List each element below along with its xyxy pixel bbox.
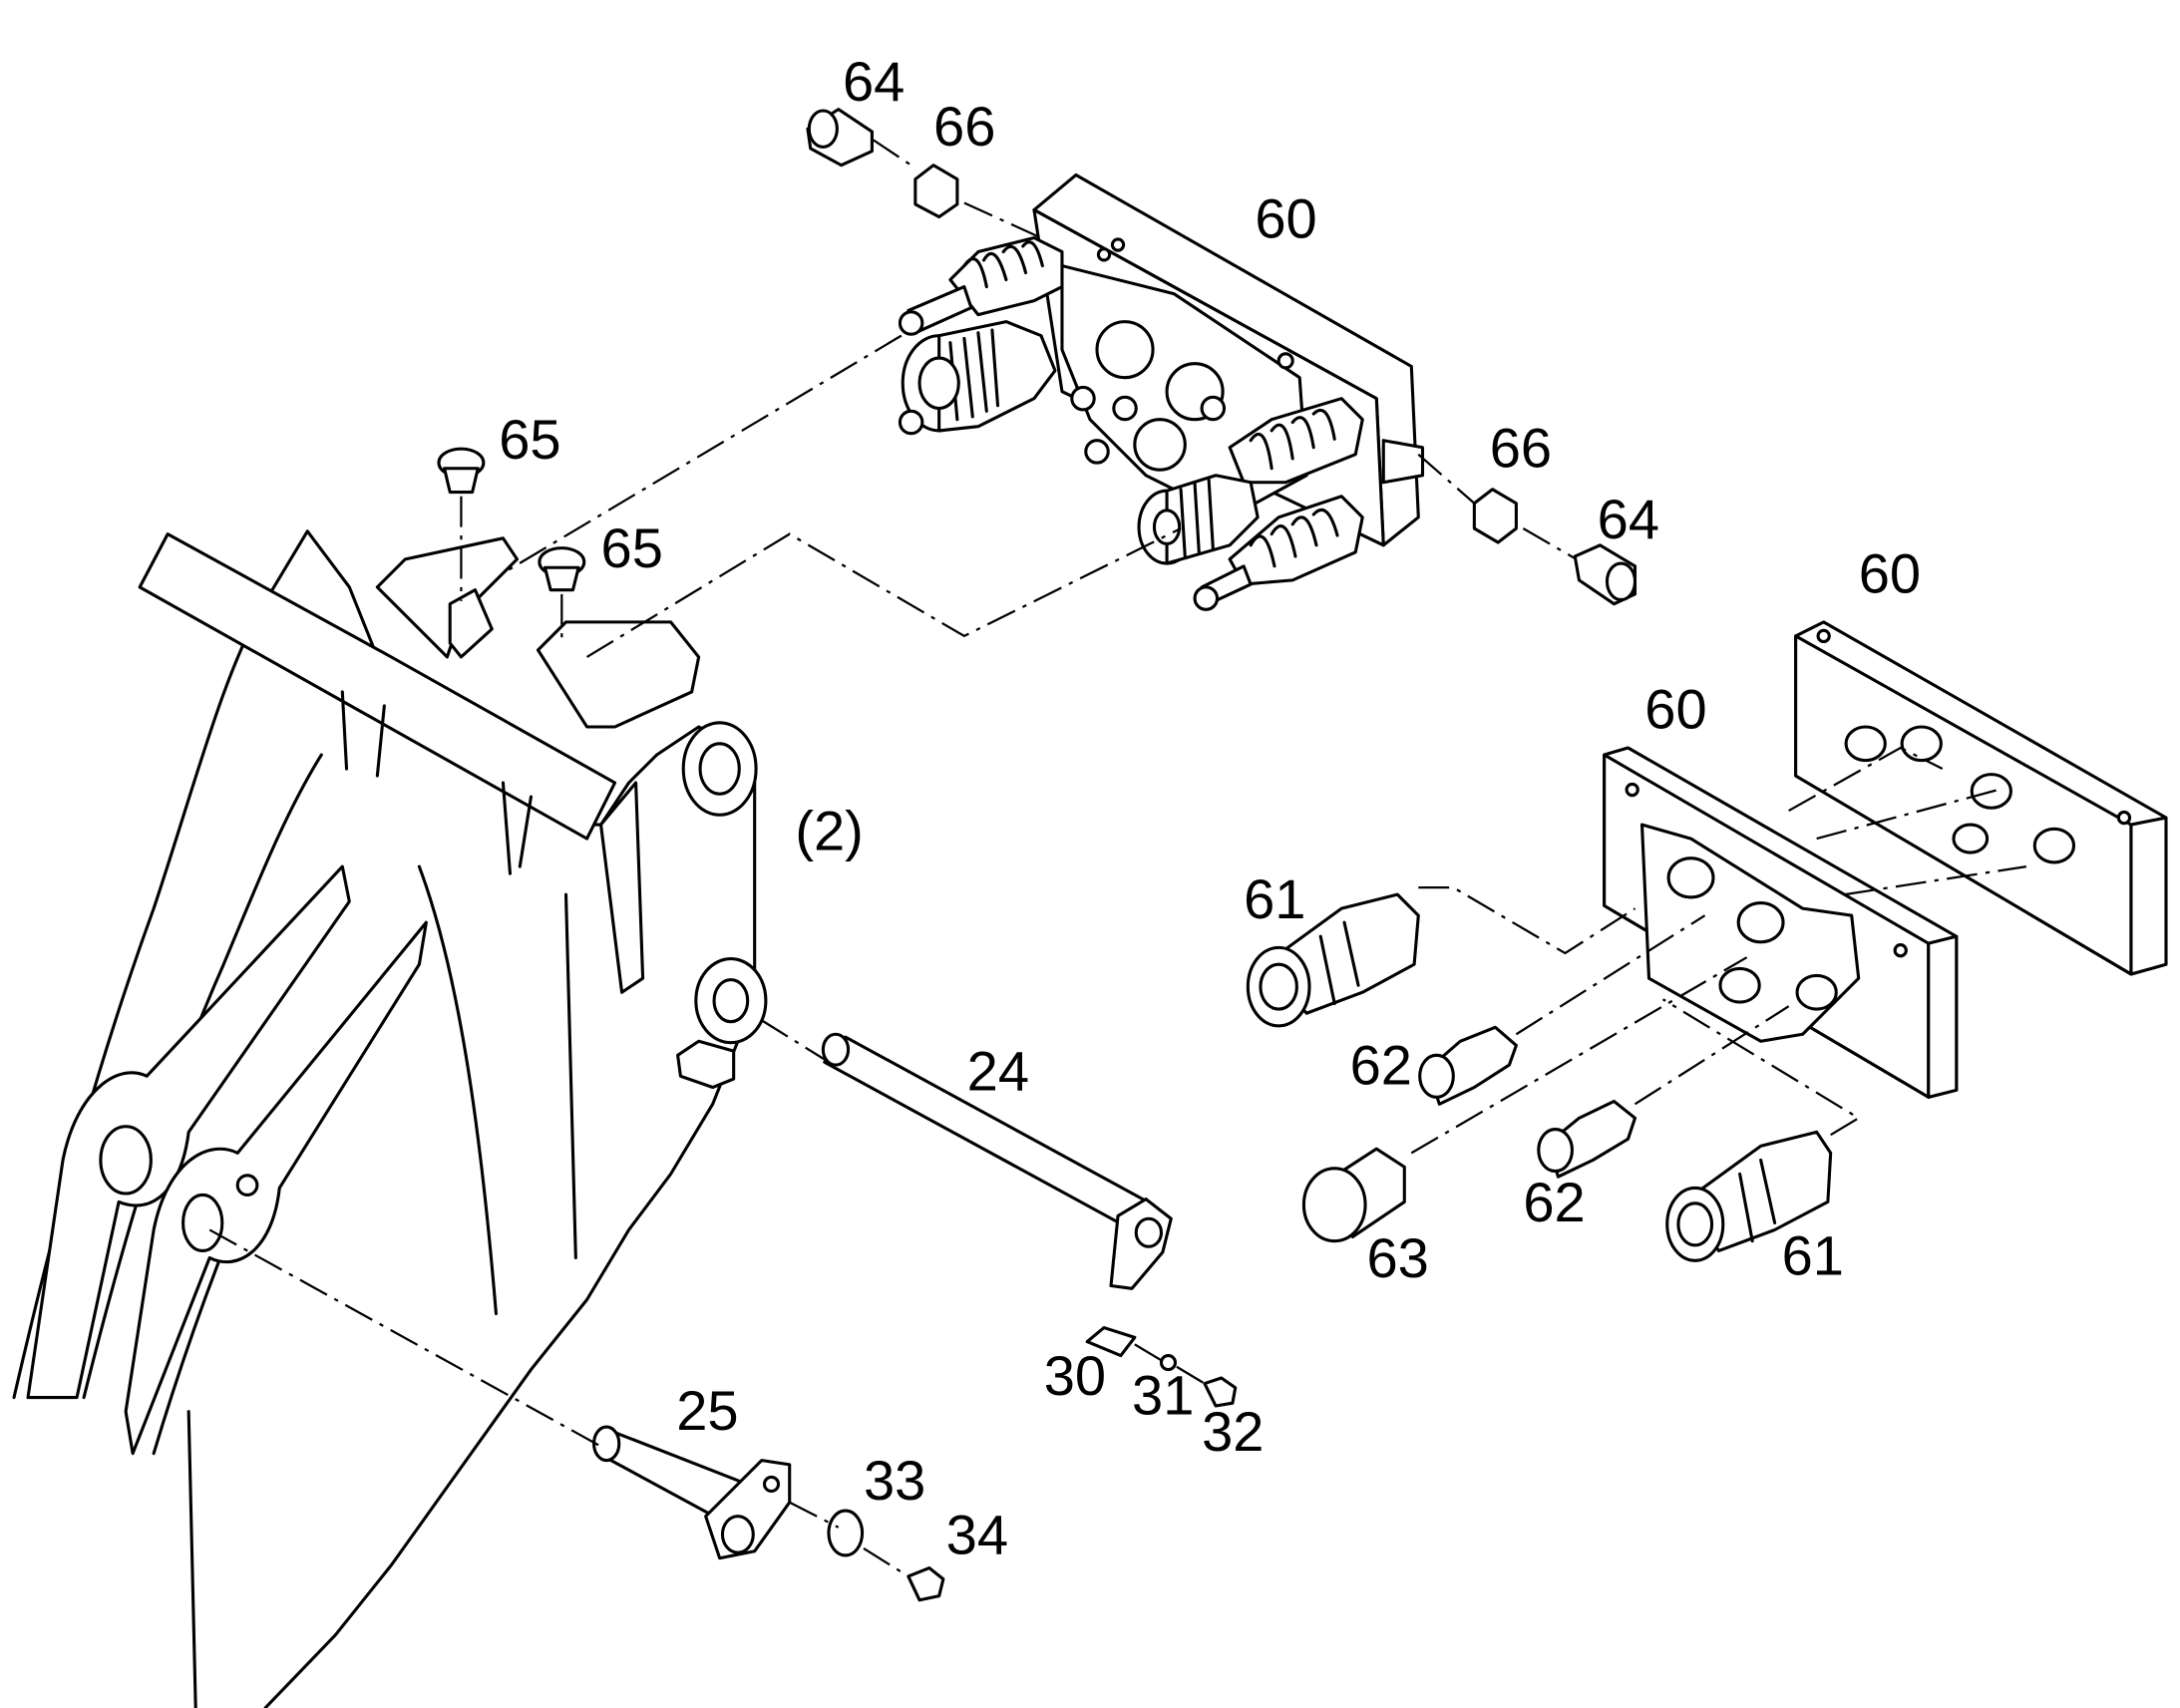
boom-arm (12, 529, 768, 1708)
spring-right-mid (1137, 474, 1260, 565)
callout-64-top: 64 (843, 50, 905, 113)
pin-24 (821, 1032, 1173, 1290)
plate-60-near (1603, 746, 1959, 1099)
coupler-61-top (1246, 892, 1420, 1028)
spring-left (898, 320, 1057, 436)
washer-31 (1159, 1354, 1178, 1372)
callout-62-a: 62 (1350, 1034, 1412, 1097)
callout-34: 34 (946, 1504, 1008, 1566)
callout-60-near: 60 (1644, 677, 1706, 740)
callout-33: 33 (864, 1449, 925, 1512)
spring-upper (898, 235, 1064, 336)
coupler-valve-assembly (898, 172, 1425, 611)
bolt-64-right (1573, 543, 1637, 606)
callout-65-b: 65 (601, 516, 663, 579)
coupler-61-bottom (1665, 1130, 1833, 1262)
callout-63: 63 (1366, 1226, 1428, 1289)
washer-33 (827, 1509, 865, 1557)
callout-62-b: 62 (1523, 1171, 1585, 1233)
plate-60-far (1794, 620, 2168, 976)
callout-labels: 64 66 60 65 65 66 64 60 60 (2) 61 62 24 … (499, 50, 1921, 1565)
callout-60-far: 60 (1859, 541, 1921, 604)
spacer-66-right (1472, 488, 1518, 544)
boom-crossbar (138, 532, 617, 841)
plate-30 (1085, 1325, 1137, 1358)
callout-24: 24 (967, 1039, 1029, 1102)
spacer-66-top (913, 164, 959, 219)
pin-25 (592, 1425, 792, 1560)
callout-61-bottom: 61 (1782, 1223, 1844, 1286)
spring-right-lower (1193, 495, 1364, 611)
callout-64-right: 64 (1598, 488, 1659, 550)
callout-66-right: 66 (1490, 416, 1552, 479)
callout-60-top: 60 (1255, 187, 1316, 250)
bolt-34 (907, 1566, 945, 1602)
bolt-32 (1203, 1376, 1238, 1408)
plug-65-a (437, 447, 486, 495)
callout-25: 25 (676, 1379, 738, 1442)
boom-lug-right (124, 920, 428, 1456)
cap-63 (1301, 1147, 1406, 1243)
bracket (676, 1039, 736, 1090)
callout-65-a: 65 (499, 408, 560, 471)
callout-61-top: 61 (1244, 867, 1305, 930)
callout-66-top: 66 (933, 95, 995, 158)
nipple-62-a (1418, 1025, 1518, 1106)
boom-lug-left (26, 864, 351, 1400)
nipple-62-b (1537, 1099, 1637, 1179)
callout-31: 31 (1132, 1363, 1194, 1426)
plug-65-b (538, 546, 586, 592)
assembly-lines (208, 139, 2027, 1577)
callout-boom-ref: (2) (795, 799, 864, 861)
bolt-64-top (806, 108, 874, 168)
callout-30: 30 (1044, 1344, 1106, 1407)
callout-32: 32 (1202, 1400, 1264, 1463)
